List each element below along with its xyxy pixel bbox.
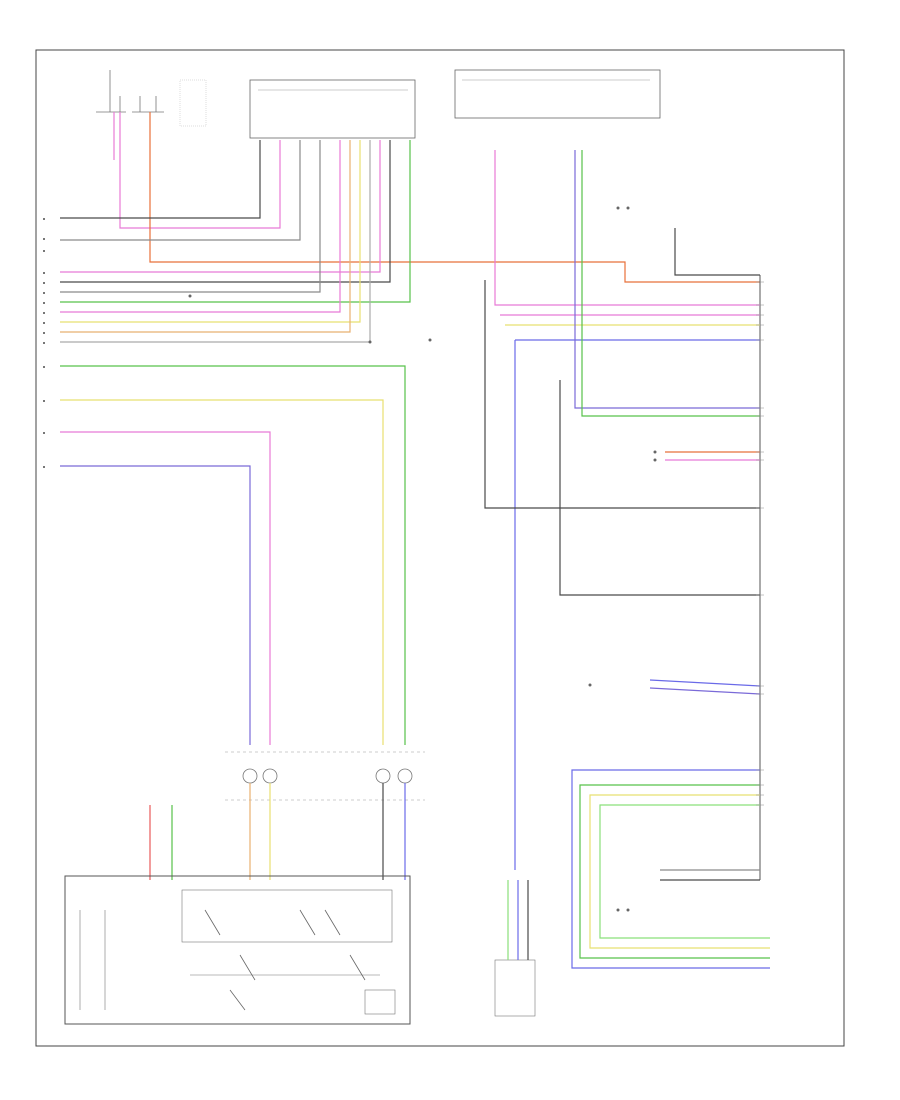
wire-tan-1 (60, 140, 351, 333)
harness-wires (60, 112, 760, 745)
wire-right-dark-low (559, 380, 760, 596)
bottom-center-connector (494, 880, 536, 1017)
wire-br-blue (571, 769, 770, 969)
wire-right-violet-2 (649, 687, 761, 695)
bottom-switch-assembly (64, 875, 411, 1025)
wire-violet-long (60, 465, 251, 745)
wire-right-violet (574, 150, 760, 409)
wire-pink-long (60, 431, 271, 745)
switch-drops (149, 783, 406, 880)
center-connector (225, 751, 425, 801)
wire-right-green (581, 150, 760, 417)
wire-right-dark-top (674, 228, 760, 276)
wire-dark-2 (60, 140, 391, 283)
diagram-frame (35, 49, 845, 1047)
wire-br-green (579, 784, 770, 959)
wire-right-dark-mid (484, 280, 760, 509)
wire-right-pink (494, 150, 760, 306)
wire-orange-long (149, 112, 760, 283)
wire-br-yellow (589, 794, 770, 949)
top-left-power-source (96, 70, 207, 127)
wire-yellow-1 (60, 140, 361, 323)
right-module-pins (756, 281, 764, 806)
wire-gray-1 (60, 140, 301, 241)
wire-yellow-long (60, 399, 384, 745)
wire-right-blue-2 (649, 679, 761, 687)
wire-green-long (60, 365, 406, 745)
wire-pink-4 (60, 140, 341, 313)
wire-pink-top (119, 112, 281, 229)
right-module-wires (484, 150, 770, 969)
left-pin-column (43, 218, 45, 468)
wire-br-lightgreen (599, 804, 770, 939)
wire-dark-1 (60, 140, 261, 219)
wire-pink-3 (60, 140, 381, 273)
top-connector-block-right (454, 69, 661, 119)
top-connector-block-left (249, 79, 416, 139)
wire-gray-2 (60, 140, 321, 293)
splice-marks (188, 206, 657, 912)
wire-green-1 (60, 140, 411, 303)
